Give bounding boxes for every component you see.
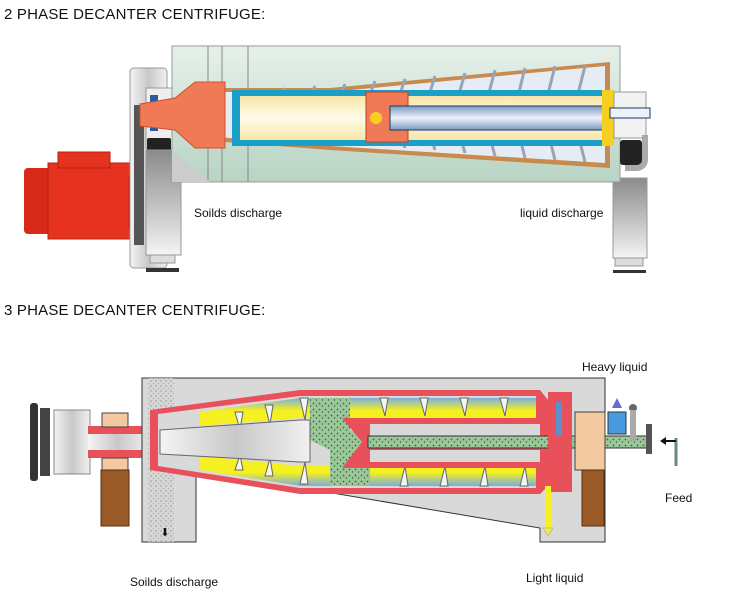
pulley <box>30 403 91 481</box>
three-phase-heading: 3 PHASE DECANTER CENTRIFUGE: <box>4 302 266 319</box>
feed-label: Feed <box>665 491 693 505</box>
svg-text:⬇: ⬇ <box>160 527 169 539</box>
drive-hub <box>139 81 226 149</box>
right-support-leg <box>612 177 648 259</box>
heavy-liquid-label: Heavy liquid <box>582 360 648 374</box>
three-phase-solids-discharge-label: Soilds discharge <box>130 575 219 589</box>
left-support <box>100 469 130 527</box>
two-phase-heading: 2 PHASE DECANTER CENTRIFUGE: <box>4 6 266 23</box>
feed-arrow-icon <box>660 437 666 445</box>
two-phase-liquid-discharge-label: liquid discharge <box>520 206 604 220</box>
light-liquid-label: Light liquid <box>526 571 584 585</box>
feed-pipe <box>367 435 649 449</box>
right-support <box>581 469 605 527</box>
heavy-liquid-outlet <box>607 411 627 435</box>
feed-tube <box>389 105 621 131</box>
light-liquid-outlet <box>545 486 551 530</box>
two-phase-solids-discharge-label: Soilds discharge <box>194 206 283 220</box>
